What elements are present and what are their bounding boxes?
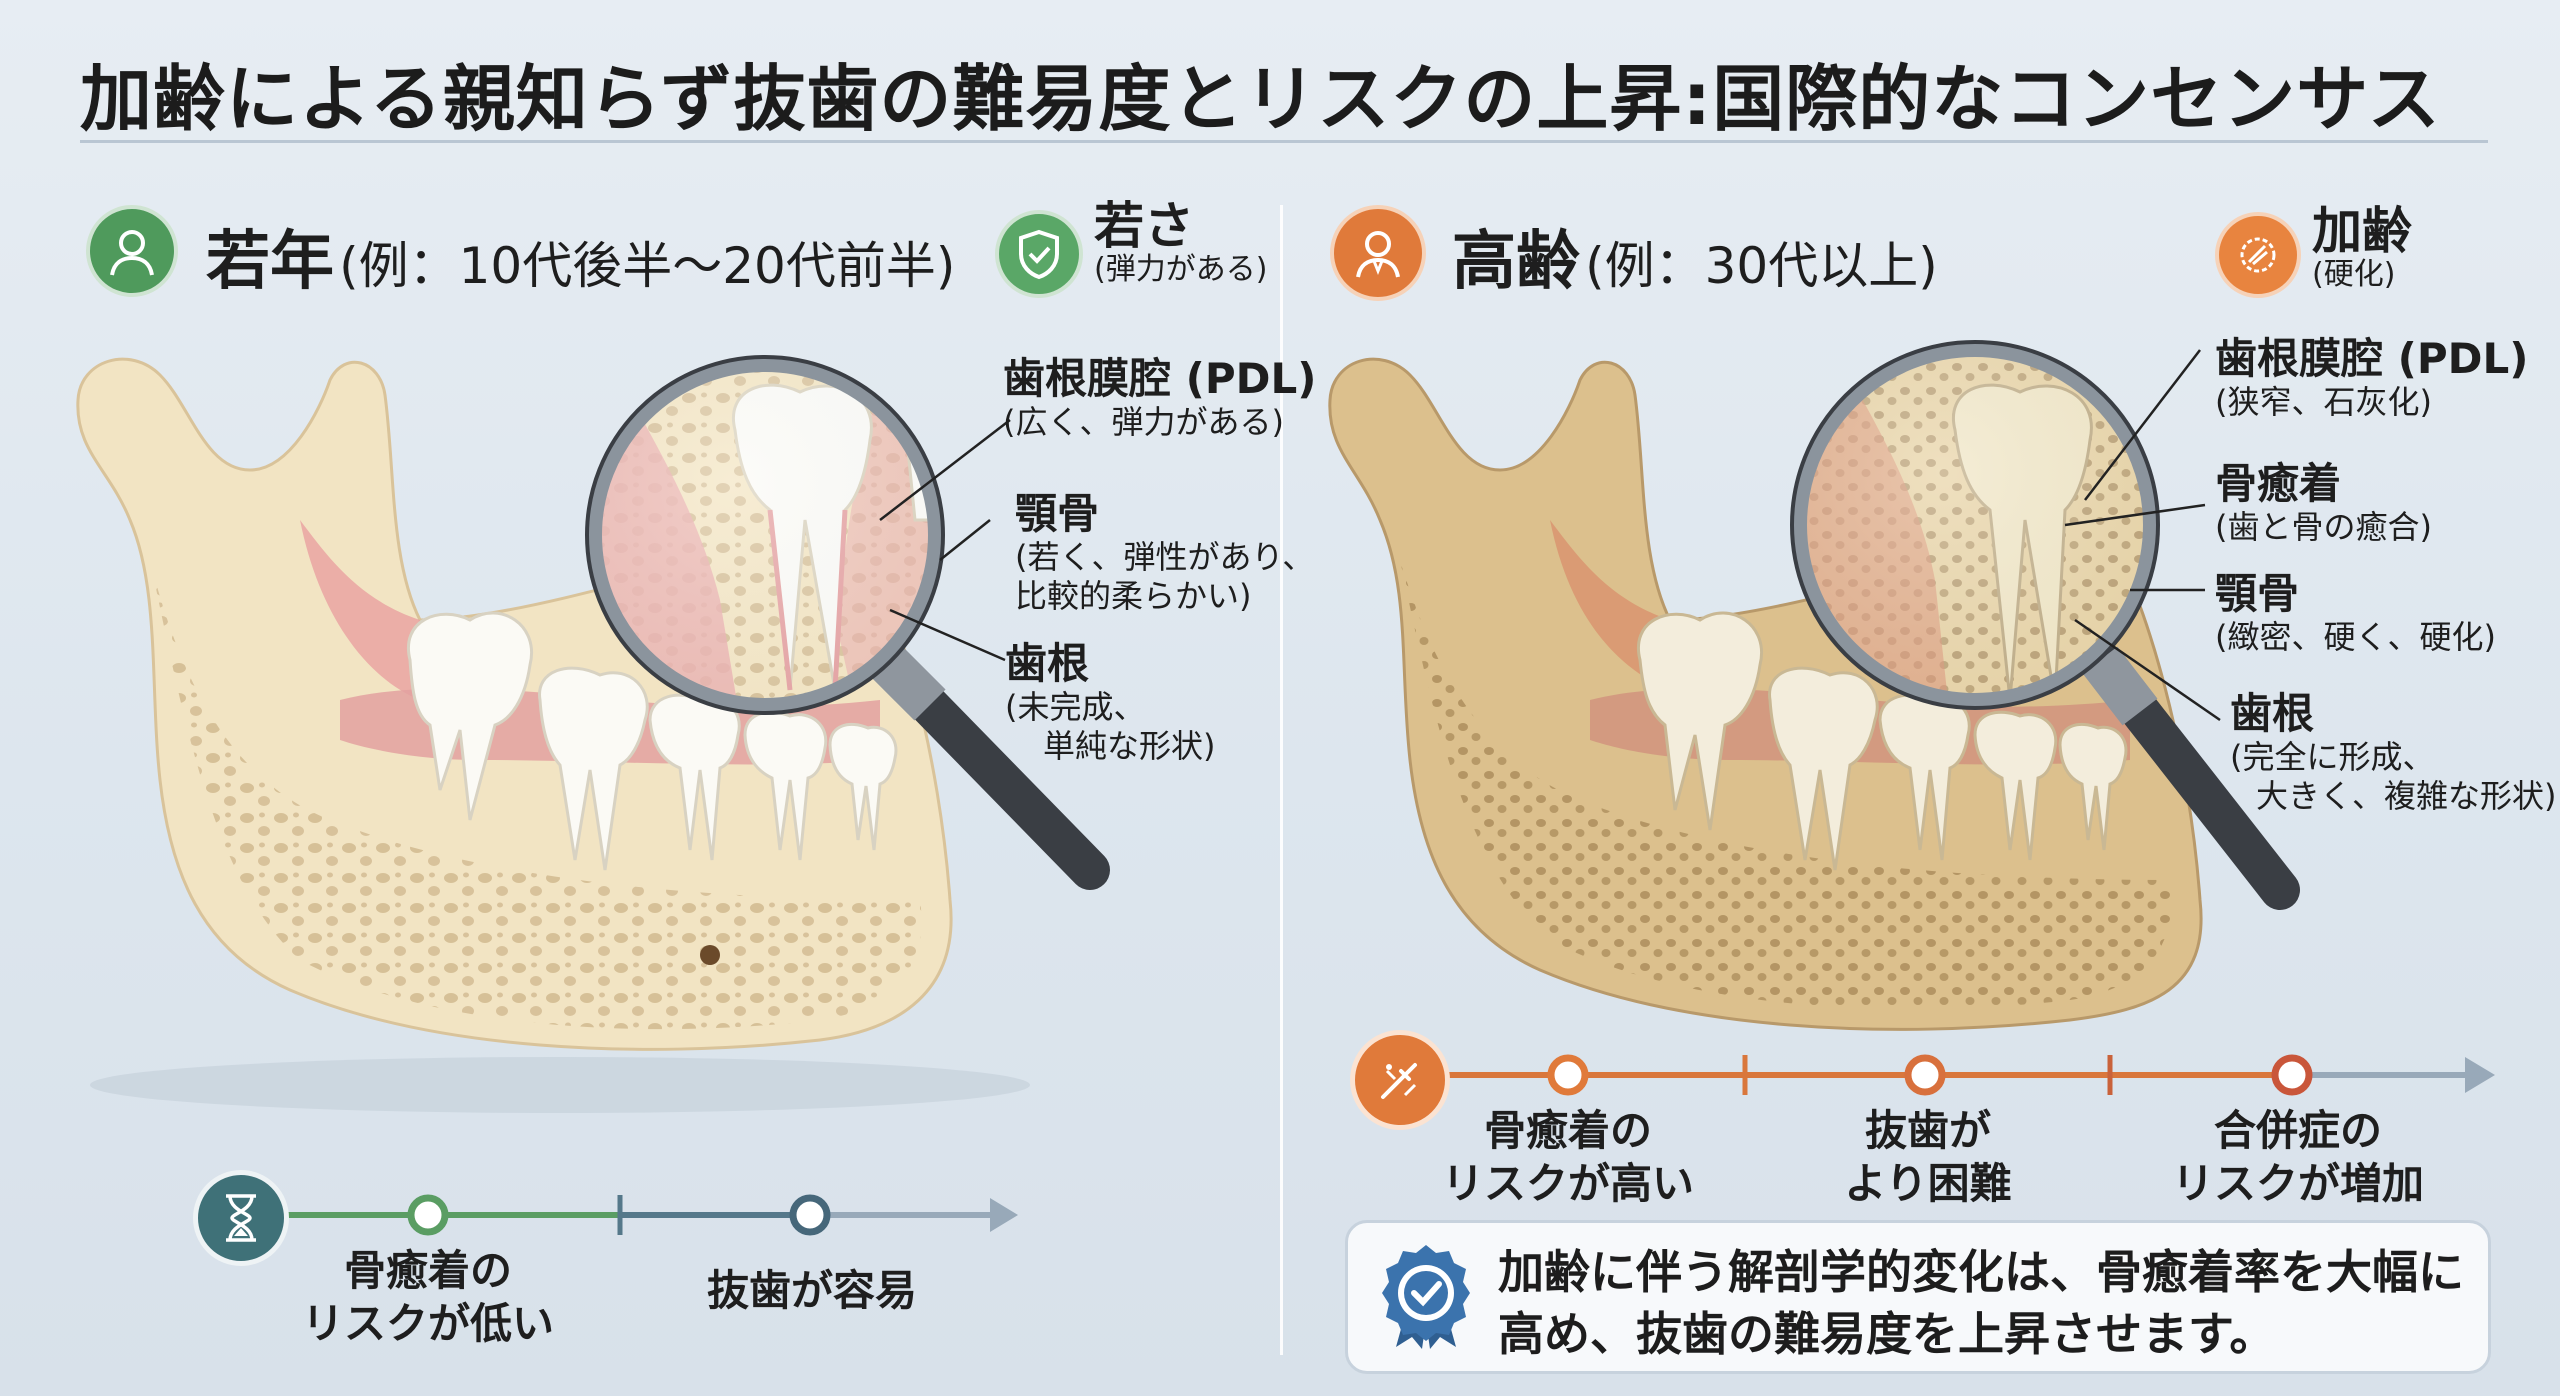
young-pdl-label: 歯根膜腔 (PDL) (広く、弾力がある) [1003, 354, 1317, 442]
aged-scale-item-complications: 合併症のリスクが増加 [2171, 1106, 2425, 1208]
aged-scale [1440, 1054, 2495, 1096]
young-root-label: 歯根 (未完成、 単純な形状) [1005, 639, 1216, 765]
aged-leader-lines [2064, 349, 2221, 722]
certified-badge-icon [1376, 1241, 1476, 1355]
page-title: 加齢による親知らず抜歯の難易度とリスクの上昇:国際的なコンセンサス [80, 57, 2441, 141]
young-person-icon [86, 205, 178, 297]
aged-scale-item-harder-extraction: 抜歯がより困難 [1844, 1106, 2012, 1208]
youth-badge: 若さ (弾力がある) [1094, 197, 1268, 287]
young-leader-lines [879, 419, 1011, 662]
young-jawbone-label: 顎骨 (若く、弾性があり、 比較的柔らかい) [1015, 489, 1315, 615]
young-scale-item-low-ankylosis: 骨癒着のリスクが低い [301, 1246, 555, 1348]
title-divider [80, 140, 2488, 143]
young-jaw [76, 357, 953, 1051]
shield-check-icon [995, 210, 1083, 298]
center-divider [1280, 205, 1283, 1355]
aged-scale-item-high-ankylosis: 骨癒着のリスクが高い [1441, 1106, 1695, 1208]
aged-jawbone-label: 顎骨 (緻密、硬く、硬化) [2215, 569, 2496, 657]
aged-magnifier [1790, 340, 2300, 910]
hardened-bone-icon [2215, 212, 2301, 298]
summary-line-1: 加齢に伴う解剖学的変化は、骨癒着率を大幅に [1498, 1245, 2464, 1299]
tools-icon [1350, 1030, 1450, 1130]
young-scale [285, 1194, 1018, 1236]
aging-badge: 加齢 (硬化) [2312, 202, 2412, 292]
summary-line-2: 高め、抜歯の難易度を上昇させます。 [1498, 1307, 2276, 1362]
aged-jaw [1328, 357, 2203, 1031]
aged-root-label: 歯根 (完全に形成、 大きく、複雑な形状) [2230, 689, 2557, 815]
young-scale-item-easy-extraction: 抜歯が容易 [706, 1266, 918, 1315]
young-age-heading: 若年 (例：10代後半〜20代前半) [206, 225, 956, 299]
elder-person-icon [1330, 205, 1426, 301]
aged-pdl-label: 歯根膜腔 (PDL) (狭窄、石灰化) [2215, 334, 2529, 422]
hourglass-icon [193, 1170, 289, 1266]
elder-age-heading: 高齢 (例：30代以上) [1452, 225, 1938, 299]
summary-box: 加齢に伴う解剖学的変化は、骨癒着率を大幅に 高め、抜歯の難易度を上昇させます。 [1345, 1220, 2491, 1374]
aged-ankylosis-label: 骨癒着 (歯と骨の癒合) [2215, 459, 2432, 547]
